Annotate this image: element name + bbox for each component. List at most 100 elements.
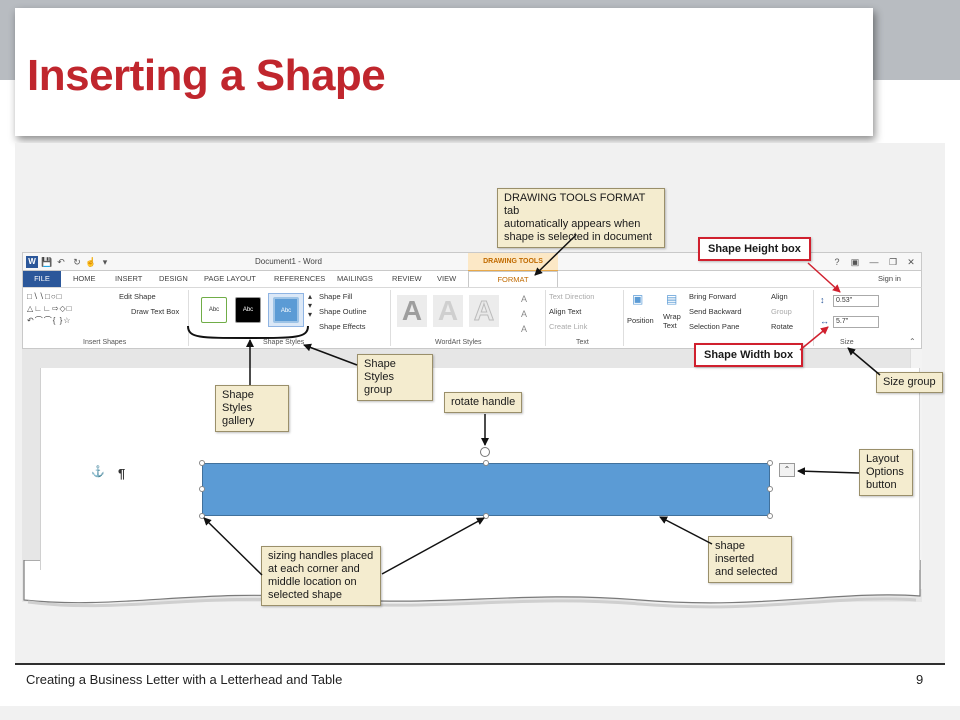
group-separator <box>623 290 624 346</box>
align-text-button[interactable]: Align Text <box>549 307 582 316</box>
group-separator <box>545 290 546 346</box>
ribbon-display-icon[interactable]: ▣ <box>850 257 860 267</box>
callout-line: Shape Styles <box>222 389 254 414</box>
window-title: Document1 - Word <box>255 257 322 266</box>
help-icon[interactable]: ? <box>834 257 840 267</box>
callout-line: Shape Styles <box>364 358 396 383</box>
draw-text-box-button[interactable]: Draw Text Box <box>131 307 180 316</box>
redo-icon[interactable]: ↻ <box>73 257 81 267</box>
tab-references[interactable]: REFERENCES <box>274 274 326 283</box>
tab-page-layout[interactable]: PAGE LAYOUT <box>204 274 256 283</box>
send-backward-button[interactable]: Send Backward <box>689 307 742 316</box>
shape-height-icon: ↕ <box>820 295 825 305</box>
callout-shape-styles-group: Shape Styles group <box>357 354 433 401</box>
callout-line: selected shape <box>268 589 342 601</box>
bottom-band <box>0 706 960 720</box>
minimize-icon[interactable]: — <box>869 257 879 267</box>
align-button[interactable]: Align <box>771 292 788 301</box>
callout-rotate-handle: rotate handle <box>444 392 523 413</box>
tab-format[interactable]: FORMAT <box>468 271 558 288</box>
shape-height-field[interactable]: 0.53" <box>833 295 879 307</box>
wordart-style-1[interactable]: A <box>397 295 427 327</box>
rotate-handle[interactable] <box>480 447 490 457</box>
insert-shapes-group-label: Insert Shapes <box>83 339 127 346</box>
sizing-handle-top-middle[interactable] <box>483 460 489 466</box>
edit-shape-button[interactable]: Edit Shape <box>119 292 156 301</box>
customize-qat-icon[interactable]: ▾ <box>102 257 108 267</box>
shape-effects-button[interactable]: Shape Effects <box>319 322 366 331</box>
tab-design[interactable]: DESIGN <box>159 274 188 283</box>
sizing-handle-bottom-left[interactable] <box>199 513 205 519</box>
callout-layout-options: Layout Options button <box>859 449 913 496</box>
callout-line: shape is selected in document <box>504 231 652 243</box>
paragraph-mark-icon: ¶ <box>118 466 126 481</box>
wrap-text-button-line2[interactable]: Text <box>663 321 677 330</box>
callout-line: shape inserted <box>715 540 755 565</box>
shape-style-1[interactable]: Abc <box>201 297 227 323</box>
shape-styles-group-label: Shape Styles <box>263 339 305 346</box>
wordart-style-2[interactable]: A <box>433 295 463 327</box>
shape-style-2[interactable]: Abc <box>235 297 261 323</box>
sizing-handle-bottom-middle[interactable] <box>483 513 489 519</box>
collapse-ribbon-icon[interactable]: ⌃ <box>909 337 916 346</box>
ribbon: □∖∖□○□△∟∟⇨◇□↶⌒⌒{ }☆ Edit Shape Draw Text… <box>22 287 922 349</box>
wrap-text-button-line1[interactable]: Wrap <box>663 312 681 321</box>
title-card: Inserting a Shape <box>15 8 873 136</box>
shape-outline-button[interactable]: Shape Outline <box>319 307 367 316</box>
tab-view[interactable]: VIEW <box>437 274 457 283</box>
wordart-group-label: WordArt Styles <box>435 339 482 346</box>
restore-icon[interactable]: ❐ <box>888 257 898 267</box>
group-separator <box>813 290 814 346</box>
create-link-button[interactable]: Create Link <box>549 322 588 331</box>
group-button[interactable]: Group <box>771 307 792 316</box>
callout-sizing-handles: sizing handles placed at each corner and… <box>261 546 381 606</box>
callout-shape-inserted: shape inserted and selected <box>708 536 792 583</box>
callout-line: sizing handles placed <box>268 550 374 562</box>
selection-pane-button[interactable]: Selection Pane <box>689 322 740 331</box>
save-icon[interactable]: 💾 <box>41 257 53 267</box>
gallery-scroll-icon[interactable]: ▴▾▾ <box>308 292 313 319</box>
anchor-icon: ⚓ <box>91 466 105 478</box>
callout-line: middle location on <box>268 576 357 588</box>
sign-in-link[interactable]: Sign in <box>878 274 901 283</box>
layout-options-icon[interactable]: ⌃ <box>779 463 795 477</box>
shape-width-icon: ↔ <box>820 316 829 326</box>
callout-line: button <box>866 479 897 491</box>
footer-text: Creating a Business Letter with a Letter… <box>26 672 343 687</box>
callout-size-group: Size group <box>876 372 943 393</box>
word-titlebar: W 💾 ↶ ↻ ☝ ▾ Document1 - Word DRAWING TOO… <box>22 252 922 272</box>
sizing-handle-bottom-right[interactable] <box>767 513 773 519</box>
sizing-handle-middle-right[interactable] <box>767 486 773 492</box>
sizing-handle-top-left[interactable] <box>199 460 205 466</box>
footer-divider <box>15 663 945 665</box>
position-button[interactable]: Position <box>627 316 654 325</box>
wordart-style-3[interactable]: A <box>469 295 499 327</box>
shapes-gallery[interactable]: □∖∖□○□△∟∟⇨◇□↶⌒⌒{ }☆ <box>27 292 73 325</box>
bring-forward-button[interactable]: Bring Forward <box>689 292 737 301</box>
rotate-button[interactable]: Rotate <box>771 322 794 331</box>
group-separator <box>390 290 391 346</box>
tab-file[interactable]: FILE <box>23 271 61 287</box>
shape-fill-button[interactable]: Shape Fill <box>319 292 353 301</box>
sizing-handle-middle-left[interactable] <box>199 486 205 492</box>
undo-icon[interactable]: ↶ <box>57 257 65 267</box>
top-band <box>0 0 960 8</box>
close-icon[interactable]: ✕ <box>907 257 915 267</box>
inserted-rectangle-shape[interactable] <box>202 463 770 516</box>
word-logo-icon: W <box>26 256 38 268</box>
tab-insert[interactable]: INSERT <box>115 274 143 283</box>
text-direction-button[interactable]: Text Direction <box>549 292 595 301</box>
touch-mode-icon[interactable]: ☝ <box>85 257 97 267</box>
size-group-label: Size <box>840 339 854 346</box>
tab-home[interactable]: HOME <box>73 274 96 283</box>
tab-review[interactable]: REVIEW <box>392 274 422 283</box>
shape-width-field[interactable]: 5.7" <box>833 316 879 328</box>
group-separator <box>188 290 189 346</box>
callout-shape-width: Shape Width box <box>694 343 804 367</box>
tab-mailings[interactable]: MAILINGS <box>337 274 373 283</box>
sizing-handle-top-right[interactable] <box>767 460 773 466</box>
text-group-label: Text <box>576 339 589 346</box>
shape-style-3[interactable]: Abc <box>273 297 299 323</box>
drawing-tools-label: DRAWING TOOLS <box>483 258 543 265</box>
